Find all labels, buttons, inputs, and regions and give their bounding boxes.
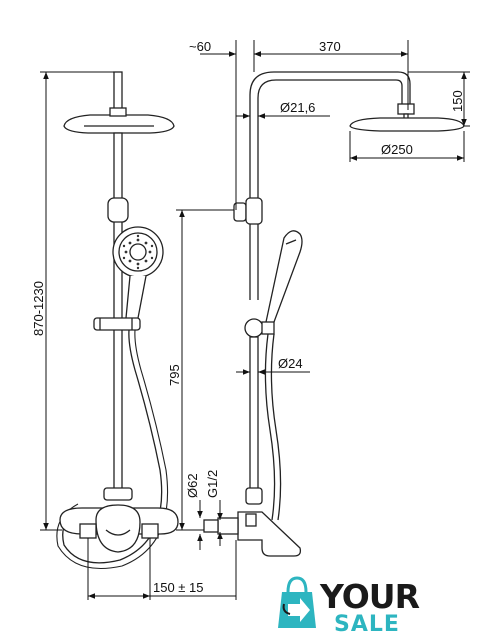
dim-body-diameter: Ø62 (185, 473, 200, 498)
side-view (203, 71, 465, 557)
side-slider-knob (244, 318, 264, 338)
yoursale-logo: YOUR SALE (278, 576, 421, 637)
front-right-connector (141, 523, 159, 539)
front-hand-shower-face (112, 226, 164, 278)
side-shower-head (349, 117, 465, 132)
front-view (56, 71, 179, 570)
front-hand-shower-handle (125, 275, 147, 325)
shopping-bag-icon (278, 576, 316, 628)
logo-word-your: YOUR (319, 577, 420, 616)
dim-thread: G1/2 (205, 470, 220, 498)
dim-bar-height: 795 (167, 364, 182, 386)
dim-overall-height: 870-1230 (31, 281, 46, 336)
front-riser-bar (113, 132, 123, 494)
front-diverter (103, 487, 133, 501)
dim-head-diameter: Ø250 (381, 142, 413, 157)
dim-center-distance: 150 ± 15 (153, 580, 204, 595)
side-arm-outer (249, 71, 411, 300)
front-shower-head (63, 114, 175, 134)
front-top-pipe (113, 71, 123, 111)
dim-head-height: 150 (450, 90, 465, 112)
spray-nozzles (122, 234, 154, 270)
front-left-connector (79, 523, 97, 539)
dimension-labels: ~60 370 150 Ø21,6 Ø250 870-1230 795 Ø24 … (31, 39, 465, 595)
dim-pipe-diameter: Ø21,6 (280, 100, 315, 115)
dim-offset-top: ~60 (189, 39, 211, 54)
side-arm-inner (257, 79, 403, 300)
side-riser-bar (249, 336, 259, 493)
front-slider-holder (93, 317, 141, 331)
side-wall-connector (217, 517, 239, 535)
dimension-lines (40, 40, 470, 600)
logo-word-sale: SALE (334, 612, 400, 637)
dim-bar-diameter: Ø24 (278, 356, 303, 371)
side-hose (264, 333, 276, 521)
side-hand-shower (265, 230, 303, 327)
front-mixer-lever (95, 504, 141, 553)
dim-arm-length: 370 (319, 39, 341, 54)
front-upper-bracket (107, 197, 129, 223)
